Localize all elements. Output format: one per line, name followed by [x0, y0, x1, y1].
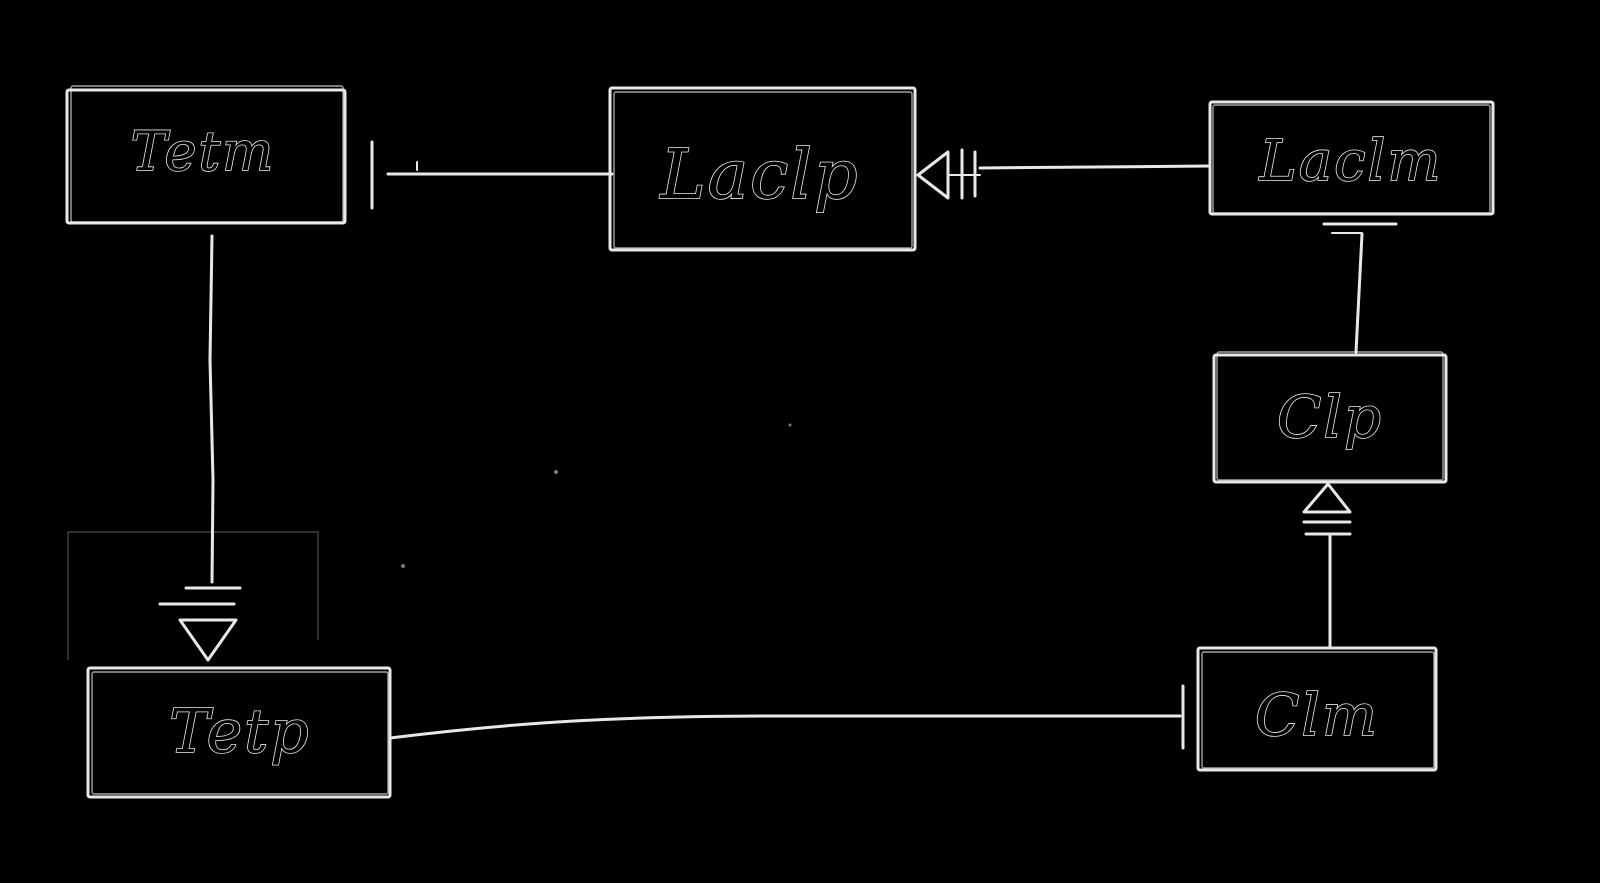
edge-tetm-tetp-line [208, 234, 215, 584]
node-laclm-label: Laclm [1259, 129, 1443, 194]
node-laclp-box-sketch [613, 91, 913, 249]
edge-tetm-tetp-arrowhead [178, 618, 238, 662]
edge-tetp-clm-line [388, 714, 1182, 740]
edge-laclm-laclp-arrowhead [916, 150, 950, 200]
node-tetm-label: Tetm [131, 120, 276, 183]
node-clm-box-sketch [1201, 651, 1435, 769]
node-tetm: Tetm [65, 85, 347, 225]
ghost-outline [67, 531, 319, 660]
edge-clm-clp [1302, 482, 1352, 648]
edge-clp-laclm-line [1354, 232, 1364, 354]
node-clp-box-sketch [1216, 351, 1444, 481]
speck [554, 470, 558, 474]
node-clm-box [1196, 646, 1438, 772]
edge-laclp-tetm [370, 140, 614, 210]
node-clp-box [1212, 353, 1448, 484]
node-laclp-box [608, 86, 917, 252]
speck [401, 564, 405, 568]
node-clp: Clp [1212, 351, 1448, 484]
node-clp-label: Clp [1277, 383, 1383, 451]
node-laclm-box-sketch [1212, 104, 1491, 214]
node-tetm-box [65, 88, 347, 225]
node-tetp-label: Tetp [169, 697, 310, 767]
node-laclp-label: Laclp [658, 136, 859, 215]
edge-laclm-laclp [916, 148, 1211, 200]
edge-clp-laclm [1322, 222, 1398, 354]
node-tetp-box [86, 666, 392, 799]
node-laclp: Laclp [608, 86, 917, 252]
node-tetp-box-sketch [91, 671, 389, 795]
node-tetp: Tetp [86, 666, 392, 799]
node-clm-label: Clm [1255, 681, 1379, 749]
node-tetm-box-sketch [70, 85, 344, 223]
node-clm: Clm [1196, 646, 1438, 772]
speck [788, 423, 792, 427]
node-laclm-box [1208, 100, 1495, 216]
node-laclm: Laclm [1208, 100, 1495, 216]
edge-tetp-clm [388, 684, 1185, 750]
edge-clm-clp-arrowhead [1302, 482, 1352, 514]
edge-laclm-laclp-line [978, 164, 1211, 170]
edge-tetm-tetp [158, 234, 242, 662]
